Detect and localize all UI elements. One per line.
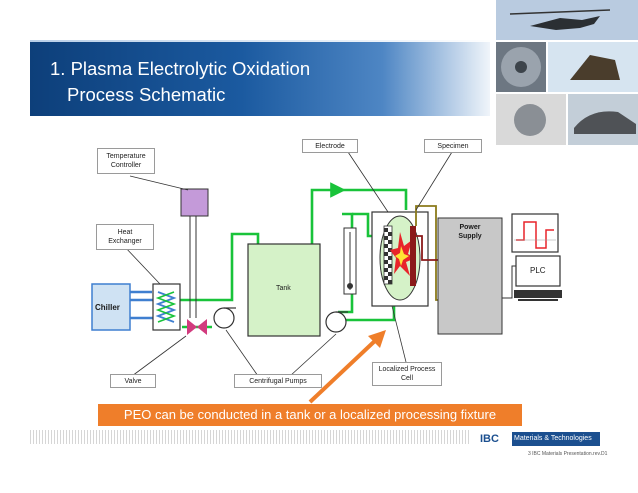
oscilloscope-monitor [511,213,559,253]
centrifugal-pump-2 [325,311,348,333]
industry-photo-collage [490,0,638,145]
flowmeter [343,227,357,295]
valve-label: Valve [110,374,156,388]
centrifugal-pumps-label: Centrifugal Pumps [234,374,322,388]
valve-symbol [182,319,212,335]
centrifugal-pump-1 [213,307,236,329]
specimen-label: Specimen [424,139,482,153]
slide-title-line1: 1. Plasma Electrolytic Oxidation [50,58,311,79]
logo-tagline: Materials & Technologies [514,435,592,442]
footer-stripe [30,430,470,444]
callout-arrow [308,336,380,404]
chiller-unit [91,283,131,331]
electrode-label: Electrode [302,139,358,153]
title-banner [30,40,500,116]
temperature-controller-unit [180,188,209,217]
plc-computer [514,255,562,301]
power-supply-unit [437,217,503,335]
slide-footer: 3 IBC Materials Presentation.rev.D1 [528,451,608,457]
banner-highlight [30,40,500,42]
plc-label: PLC [530,266,546,275]
tank-unit [247,243,321,337]
tank-label: Tank [276,285,291,292]
localized-process-cell-unit [371,211,429,307]
peo-callout-banner: PEO can be conducted in a tank or a loca… [98,404,522,426]
ibc-logo [478,432,600,446]
slide-title-line2: Process Schematic [67,84,226,105]
logo-brand-text: IBC [480,433,499,445]
chiller-label: Chiller [95,303,120,312]
